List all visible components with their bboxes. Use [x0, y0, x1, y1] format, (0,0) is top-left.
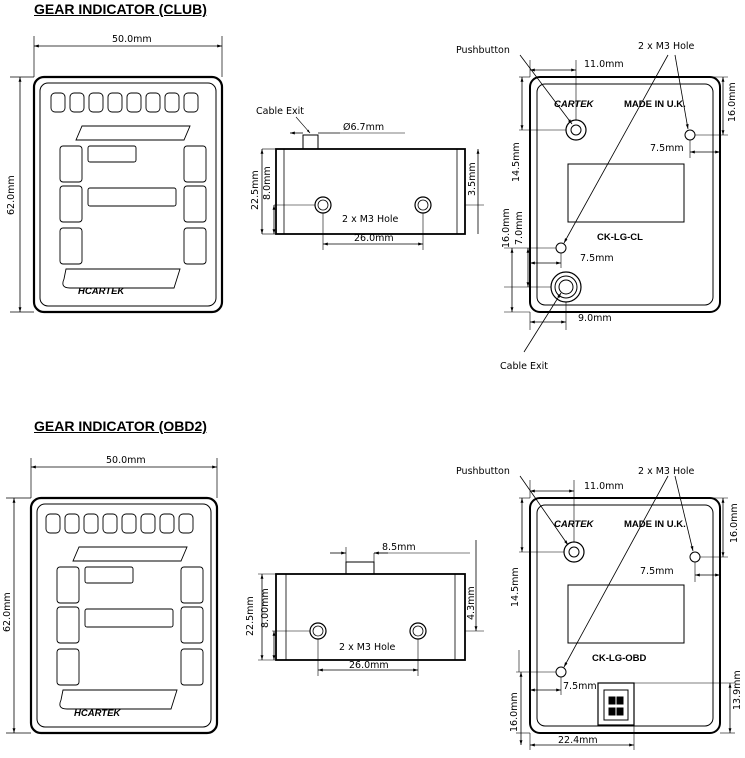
obd-back-11mm-label: 11.0mm — [584, 481, 624, 492]
obd-back-16mm-label: 16.0mm — [729, 503, 740, 543]
obd-back-16mm-bottom-label: 16.0mm — [509, 692, 520, 732]
club-back-7mm-label: 7.0mm — [514, 211, 525, 245]
obd-back-pushbutton-label: Pushbutton — [456, 466, 510, 477]
obd-front-brand-logo: HCARTEK — [74, 708, 121, 719]
club-section-title: GEAR INDICATOR (CLUB) — [34, 1, 207, 17]
obd-back-14-5mm-label: 14.5mm — [510, 567, 521, 607]
club-back-model-label: CK-LG-CL — [597, 232, 643, 243]
club-side-cable-exit-label: Cable Exit — [256, 106, 304, 117]
obd-back-7-5mm-label-bottom: 7.5mm — [563, 681, 597, 692]
club-front-view — [10, 36, 224, 314]
club-back-7-5mm-label-top: 7.5mm — [650, 143, 684, 154]
club-front-brand-logo: HCARTEK — [78, 286, 125, 297]
club-back-9mm-label: 9.0mm — [578, 313, 612, 324]
obd-side-hole-spacing-label: 26.0mm — [349, 660, 389, 671]
club-back-m3-holes-label: 2 x M3 Hole — [638, 41, 695, 52]
obd-section-title: GEAR INDICATOR (OBD2) — [34, 418, 207, 434]
club-side-right-offset-label: 3.5mm — [467, 162, 478, 196]
club-back-cable-exit-label: Cable Exit — [500, 361, 548, 372]
club-side-height-label: 22.5mm — [250, 170, 261, 210]
club-back-brand-logo: CARTEK — [554, 99, 595, 110]
obd-side-view — [258, 540, 484, 676]
club-front-width-label: 50.0mm — [112, 34, 152, 45]
obd-front-height-label: 62.0mm — [2, 592, 13, 632]
obd-side-top-width-label: 8.5mm — [382, 542, 416, 553]
club-side-view — [260, 116, 484, 250]
obd-side-height-label: 22.5mm — [245, 596, 256, 636]
obd-back-13-9mm-label: 13.9mm — [732, 670, 743, 710]
obd-side-holes-label: 2 x M3 Hole — [339, 642, 396, 653]
obd-back-7-5mm-label-top: 7.5mm — [640, 566, 674, 577]
obd-back-model-label: CK-LG-OBD — [592, 653, 646, 664]
obd-back-m3-holes-label: 2 x M3 Hole — [638, 466, 695, 477]
club-side-hole-spacing-label: 26.0mm — [354, 233, 394, 244]
obd-back-brand-logo: CARTEK — [554, 519, 595, 530]
obd-back-made-in-label: MADE IN U.K. — [624, 519, 686, 530]
obd-side-right-offset-label: 4.3mm — [466, 586, 477, 620]
club-side-diameter-label: Ø6.7mm — [343, 122, 384, 133]
club-side-holes-label: 2 x M3 Hole — [342, 214, 399, 225]
obd-front-width-label: 50.0mm — [106, 455, 146, 466]
club-back-view — [504, 54, 728, 353]
club-back-11mm-label: 11.0mm — [584, 59, 624, 70]
club-back-14-5mm-label: 14.5mm — [511, 142, 522, 182]
obd-front-view — [6, 458, 219, 735]
club-front-height-label: 62.0mm — [6, 175, 17, 215]
obd-back-22-4mm-label: 22.4mm — [558, 735, 598, 746]
club-back-7-5mm-label-bottom: 7.5mm — [580, 253, 614, 264]
club-back-16mm-bottom-label: 16.0mm — [501, 208, 512, 248]
obd-side-hole-offset-label: 8.00mm — [260, 588, 271, 628]
club-back-16mm-label: 16.0mm — [727, 82, 738, 122]
club-side-hole-offset-label: 8.0mm — [262, 166, 273, 200]
club-back-made-in-label: MADE IN U.K. — [624, 99, 686, 110]
obd-back-view — [516, 475, 735, 750]
club-back-pushbutton-label: Pushbutton — [456, 45, 510, 56]
